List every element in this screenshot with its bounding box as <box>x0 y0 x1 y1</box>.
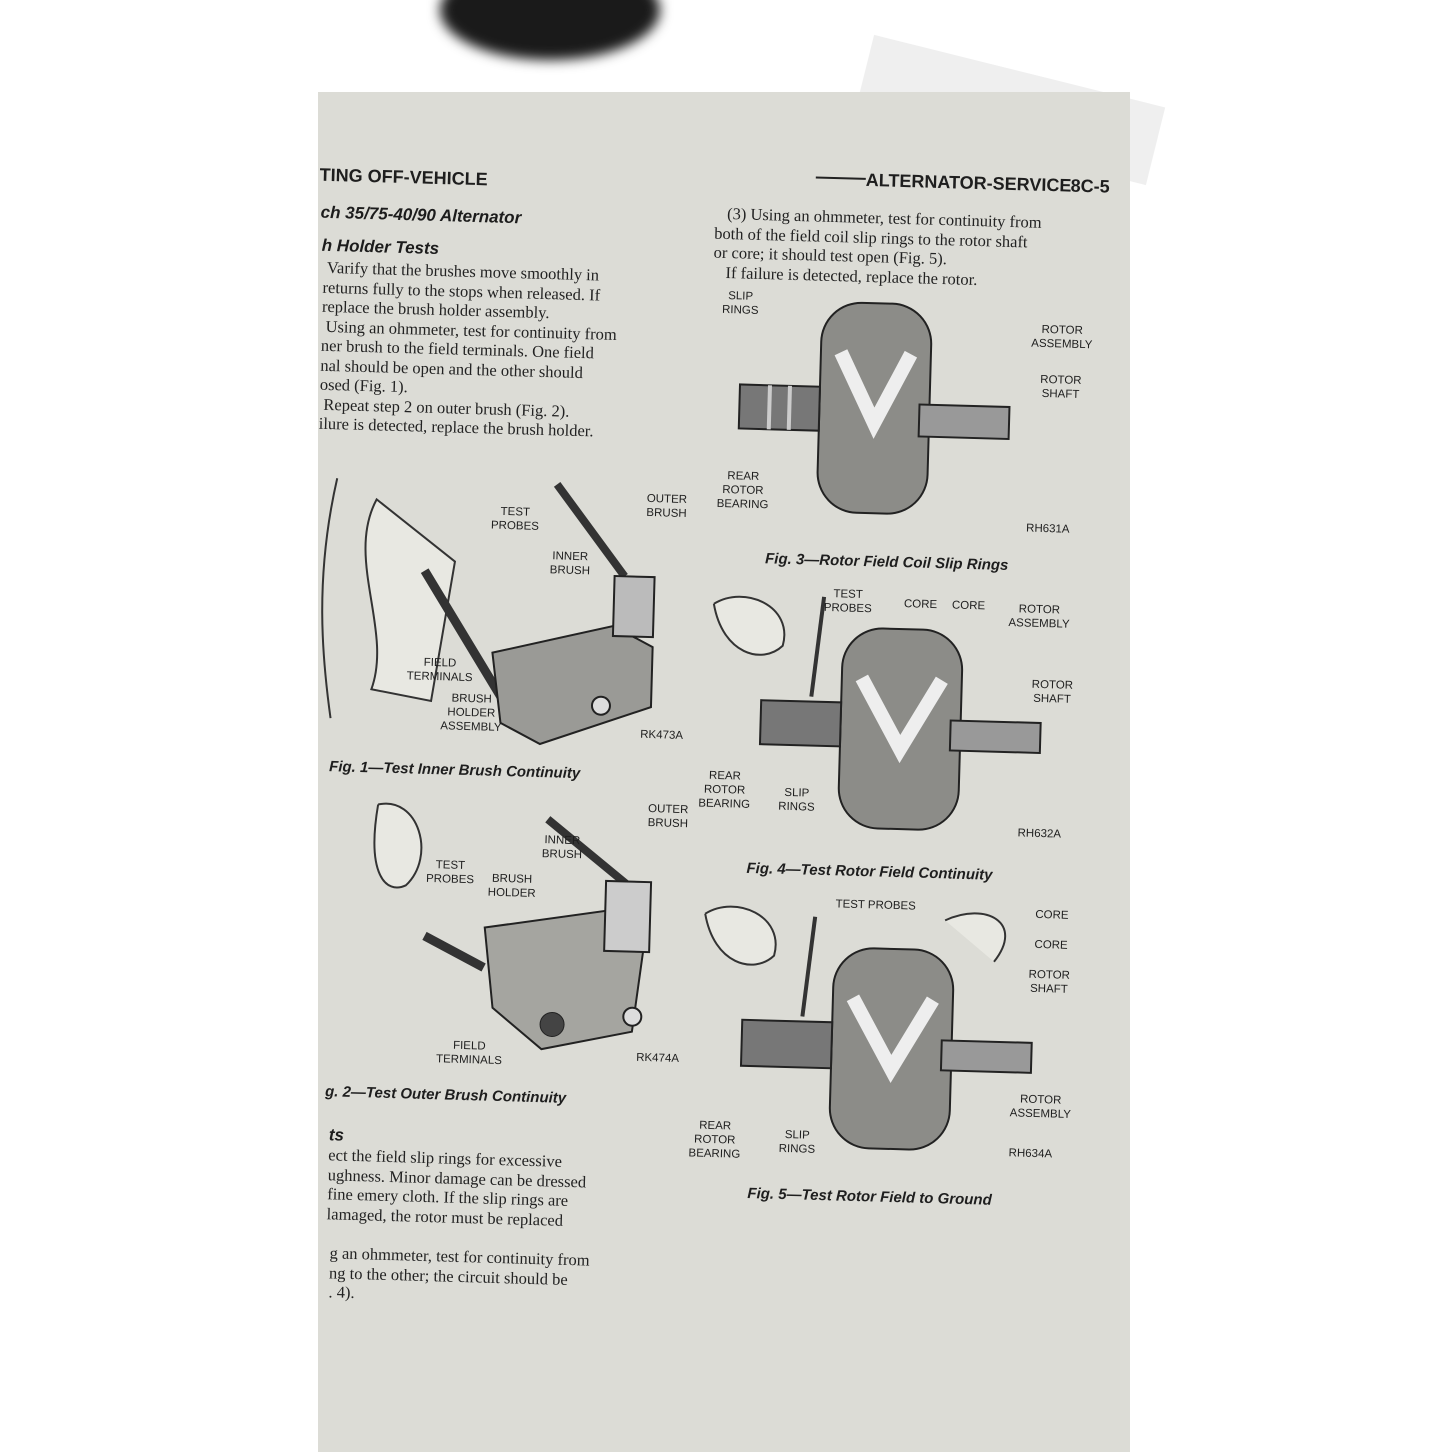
dark-object-blur <box>440 0 660 60</box>
text-line: TEST PROBES <box>425 859 475 887</box>
page-number: 8C-5 <box>1070 175 1110 197</box>
text-line: TEST PROBES <box>835 898 916 913</box>
text-line: CORE <box>1035 908 1069 922</box>
text-line: ROTOR SHAFT <box>1028 968 1071 996</box>
text-line: CORE <box>1034 938 1068 952</box>
section-title: ch 35/75-40/90 Alternator <box>320 202 522 228</box>
text-line: INNER BRUSH <box>549 550 591 578</box>
text-line: RH634A <box>1008 1147 1053 1161</box>
text-line: INNER BRUSH <box>541 834 583 862</box>
text-line: TEST PROBES <box>490 505 540 533</box>
text-line: RK474A <box>635 1051 680 1066</box>
text-line: SLIP RINGS <box>778 786 815 814</box>
text-line: REAR ROTOR BEARING <box>716 470 769 512</box>
text-line: ROTOR SHAFT <box>1031 678 1074 706</box>
brush-holder-illustration <box>373 802 653 1051</box>
text-line: FIELD TERMINALS <box>435 1039 503 1068</box>
left-paragraph-1: Varify that the brushes move smoothly in… <box>318 258 618 442</box>
figure-5-caption: Fig. 5—Test Rotor Field to Ground <box>747 1184 992 1209</box>
header-rule <box>815 176 866 180</box>
text-line: SLIP RINGS <box>721 290 759 317</box>
text-line: OUTER BRUSH <box>646 492 688 521</box>
figure-4-caption: Fig. 4—Test Rotor Field Continuity <box>746 859 993 884</box>
text-line: BRUSH HOLDER ASSEMBLY <box>440 692 502 734</box>
manual-page: TING OFF-VEHICLE ALTERNATOR-SERVICE 8C-5… <box>318 92 1130 1452</box>
subsection-2-title: ts <box>328 1125 345 1145</box>
text-line: ROTOR ASSEMBLY <box>1009 1093 1072 1121</box>
text-line: CORE <box>903 598 938 612</box>
header-left: TING OFF-VEHICLE <box>319 164 488 190</box>
text-line: TEST PROBES <box>823 588 872 616</box>
rotor-illustration <box>737 301 1011 515</box>
text-line: REAR ROTOR BEARING <box>698 769 751 811</box>
text-line: SLIP RINGS <box>778 1129 816 1156</box>
figure-5: TEST PROBES CORE CORE ROTOR SHAFT ROTOR … <box>688 893 1075 1174</box>
text-line: ROTOR ASSEMBLY <box>1031 323 1093 352</box>
figure-3: SLIP RINGS ROTOR ASSEMBLY ROTOR SHAFT RE… <box>705 289 1092 560</box>
figure-2-caption: g. 2—Test Outer Brush Continuity <box>324 1083 567 1107</box>
text-line: RH632A <box>1017 827 1062 841</box>
text-line: OUTER BRUSH <box>647 803 689 831</box>
text-line: ROTOR SHAFT <box>1040 373 1082 401</box>
text-line: REAR ROTOR BEARING <box>688 1119 741 1161</box>
text-line: BRUSH HOLDER <box>487 872 536 900</box>
figure-2: OUTER BRUSH INNER BRUSH TEST PROBES BRUS… <box>318 793 698 1084</box>
rotor-illustration <box>712 595 1042 831</box>
header-right: ALTERNATOR-SERVICE <box>865 169 1072 196</box>
text-line: FIELD TERMINALS <box>406 656 473 685</box>
brush-holder-illustration <box>321 478 656 746</box>
subsection-title: h Holder Tests <box>321 235 440 258</box>
rotor-illustration <box>704 905 1033 1151</box>
figure-1: TEST PROBES OUTER BRUSH INNER BRUSH FIEL… <box>318 458 698 768</box>
text-line: RH631A <box>1025 522 1070 536</box>
text-line: RK473A <box>640 728 684 742</box>
text-line: ROTOR ASSEMBLY <box>1008 603 1070 631</box>
text-line: CORE <box>951 599 986 613</box>
right-paragraph: (3) Using an ohmmeter, test for continui… <box>713 204 1041 291</box>
figure-4: TEST PROBES CORE CORE ROTOR ASSEMBLY ROT… <box>697 584 1084 865</box>
